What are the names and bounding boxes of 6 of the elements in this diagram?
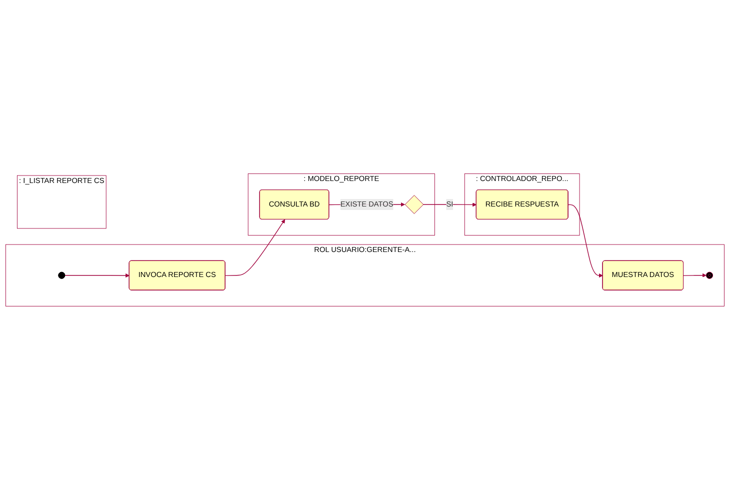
arrow — [64, 273, 130, 278]
arrow — [568, 204, 603, 278]
arrow — [422, 202, 477, 206]
arrow — [683, 272, 706, 277]
arrow — [225, 218, 286, 276]
node-diamond — [404, 194, 424, 214]
